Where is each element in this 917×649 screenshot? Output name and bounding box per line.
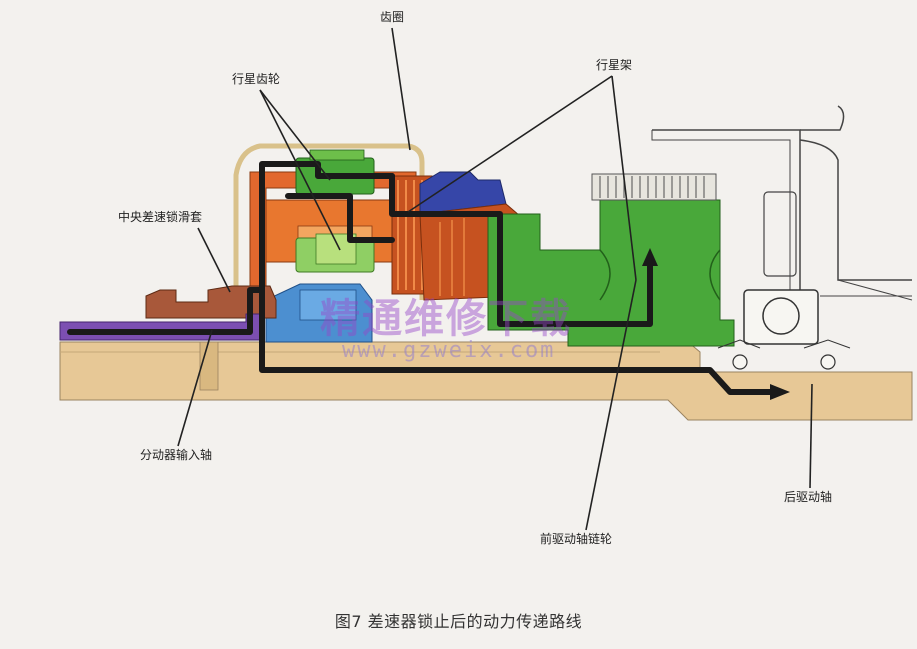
label-planet-carrier: 行星架 [596,58,633,72]
label-transfer-input-shaft: 分动器输入轴 [140,448,213,462]
label-rear-drive-shaft: 后驱动轴 [784,490,833,504]
label-planet-gear: 行星齿轮 [232,72,281,86]
planet-gear-upper-teeth [309,149,365,161]
carrier-output-stripes [439,218,465,296]
label-center-diff-lock-sleeve: 中央差速锁滑套 [118,210,203,224]
front-output-assembly [487,199,735,347]
label-ring-gear: 齿圈 [380,10,405,24]
callout-leaders [177,27,813,531]
rear-bearing [762,297,800,335]
main-shaft-base [59,341,913,421]
label-front-drive-sprocket: 前驱动轴链轮 [540,532,613,546]
rear-housing-upper [799,105,912,281]
shaft-spline [199,341,219,391]
front-drive-sprocket-teeth [591,173,717,201]
rear-output-arrow [770,384,790,400]
sprocket-teeth [599,176,705,198]
front-output-arrow [642,248,658,266]
rear-housing-window [763,191,797,277]
watermark-url: www.gzweix.com [342,338,556,363]
watermark-text: 精通维修下载 [320,296,572,342]
housing-outline [233,143,425,300]
figure-caption: 图7 差速器锁止后的动力传递路线 [334,612,583,631]
